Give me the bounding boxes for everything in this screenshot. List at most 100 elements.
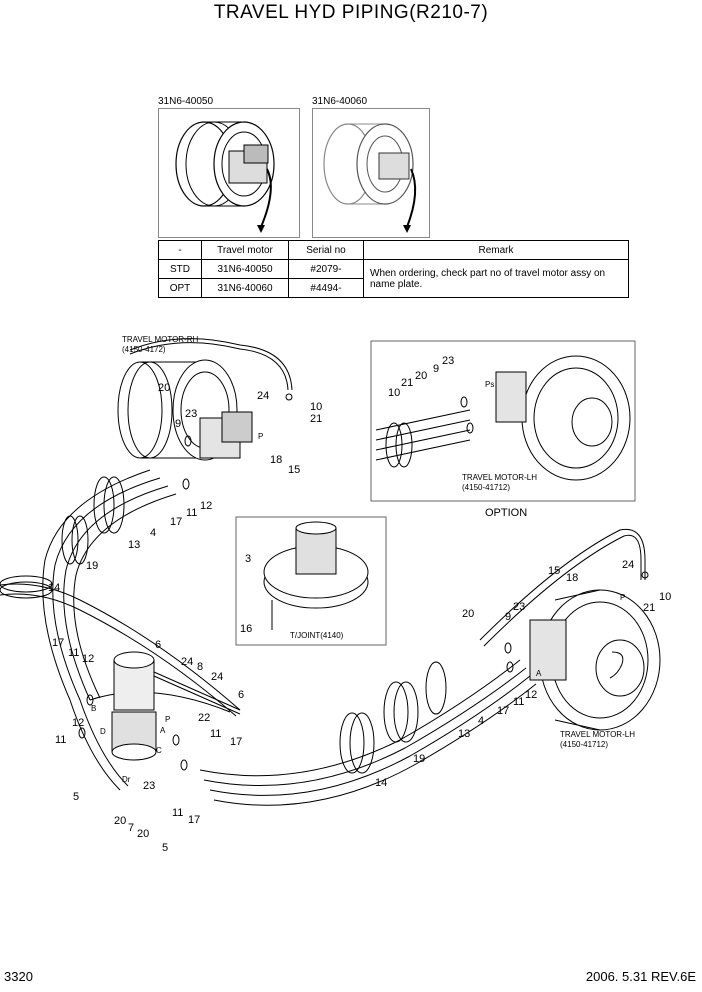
spec-table: - Travel motor Serial no Remark STD 31N6… [158,240,629,298]
tjoint-drawing [263,521,369,630]
callout: 18 [270,454,283,466]
callout: 19 [413,753,426,765]
remark-cell: When ordering, check part no of travel m… [363,259,629,298]
table-cell: #4494- [288,278,364,298]
page-number: 3320 [4,969,33,984]
table-row: STD 31N6-40050 #2079- When ordering, che… [158,259,629,298]
callout: 14 [375,777,388,789]
callout: 13 [458,728,471,740]
callout: 21 [310,413,323,425]
callout: 11 [186,507,198,519]
callout: 11 [55,734,67,746]
callout: 23 [143,780,156,792]
callout: 10 [659,591,672,603]
callout: 20 [415,370,428,382]
hose-bundle [0,469,646,806]
callout: 19 [86,560,99,572]
callout: 3 [245,553,252,565]
callout: 24 [181,656,194,668]
callout: 24 [622,559,635,571]
port-mark: P [258,432,264,441]
callout: 23 [442,355,455,367]
motor-std-thumbnail [158,108,300,238]
motor-opt-thumbnail [312,108,430,238]
motor-rh-label: TRAVEL MOTOR-RH [122,335,199,344]
revision-date: 2006. 5.31 REV.6E [585,969,696,984]
callout: 22 [198,712,211,724]
port-mark: C [156,746,162,755]
callout: 6 [238,689,245,701]
motor-lh-code: (4150-41712) [560,740,609,749]
port-mark: Ps [485,380,495,389]
travel-motor-lh-drawing [529,589,661,731]
thumb-label-opt: 31N6-40060 [312,96,368,107]
option-caption: OPTION [485,507,528,519]
callout: 4 [478,715,485,727]
callout: 10 [310,401,323,413]
callout: 12 [82,653,95,665]
callout: 17 [188,814,201,826]
callout: 13 [128,539,141,551]
port-mark: B [91,704,97,713]
table-row: OPT 31N6-40060 #4494- [158,278,629,298]
callout: 21 [643,602,656,614]
port-mark: P [165,715,171,724]
port-mark: D [100,727,106,736]
tjoint-frame [235,516,387,646]
motor-lh-option-code: (4150-41712) [462,483,511,492]
callout: 20 [462,608,475,620]
callout: 17 [230,736,243,748]
option-motor-drawing [375,355,631,481]
option-frame [370,340,636,502]
callout: 7 [128,822,135,834]
callout: 8 [197,661,204,673]
callout: 18 [566,572,579,584]
callout: 24 [211,671,224,683]
motor-rh-code: (4150-4172) [122,345,166,354]
callout: 6 [155,639,162,651]
callout: 20 [137,828,150,840]
callout: 20 [114,815,127,827]
callout: 17 [170,516,183,528]
motor-lh-option-label: TRAVEL MOTOR-LH [462,473,537,482]
callout: 11 [513,696,525,708]
callout: 12 [525,689,538,701]
callout: 11 [68,647,80,659]
motor-lh-label: TRAVEL MOTOR-LH [560,730,635,739]
callout: 23 [185,408,198,420]
port-mark: P [620,593,626,602]
swivel-joint-drawing [111,651,241,761]
port-mark: Dr [122,775,131,784]
callout: 11 [172,807,184,819]
callout: 17 [497,705,510,717]
callout: 20 [158,382,171,394]
callout: 4 [150,527,157,539]
motor-opt-drawing [323,123,417,233]
table-header-row: - Travel motor Serial no Remark [158,240,629,260]
callout: 23 [513,601,526,613]
callout: 15 [288,464,301,476]
port-mark: A [160,726,166,735]
thumb-label-std: 31N6-40050 [158,96,214,107]
callout: 17 [52,637,65,649]
callout: 9 [175,418,182,430]
callout: 24 [257,390,270,402]
callout: 14 [48,582,61,594]
callout: 12 [200,500,213,512]
callout: 5 [73,791,80,803]
motor-std-drawing [175,121,275,233]
callout: 11 [210,728,222,740]
callout: 9 [433,363,440,375]
callout: 21 [401,377,414,389]
callout: 10 [388,387,401,399]
travel-motor-rh-drawing [117,338,293,461]
page-title: TRAVEL HYD PIPING(R210-7) [213,2,489,23]
tjoint-label: T/JOINT(4140) [290,631,344,640]
callout: 16 [240,623,253,635]
port-mark: A [536,669,542,678]
callout: 15 [548,565,561,577]
callout: 12 [72,717,85,729]
callout: 9 [505,611,512,623]
callout: 5 [162,842,169,854]
